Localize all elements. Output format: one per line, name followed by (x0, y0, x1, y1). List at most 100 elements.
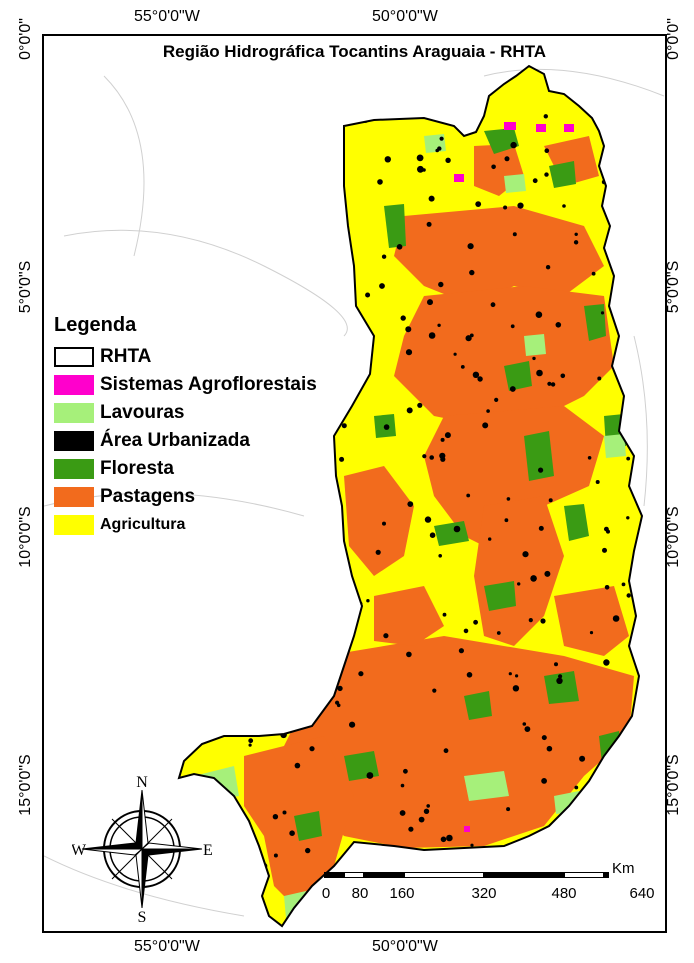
urban-point (245, 713, 250, 719)
urban-point (252, 268, 257, 273)
urban-point (355, 93, 360, 99)
urban-point (440, 456, 446, 462)
urban-point (382, 521, 386, 526)
urban-point (466, 672, 473, 678)
urban-point (506, 497, 511, 501)
pastagens-patches (244, 136, 634, 906)
urban-point (612, 615, 620, 622)
urban-point (546, 745, 553, 752)
urban-point (396, 244, 403, 250)
urban-point (341, 215, 347, 221)
urban-point (557, 907, 561, 911)
legend-swatch-rhta (54, 347, 94, 367)
urban-point (275, 150, 280, 154)
urban-point (600, 311, 605, 315)
urban-point (427, 299, 433, 306)
urban-point (627, 747, 634, 755)
urban-point (429, 455, 435, 460)
urban-point (508, 672, 512, 676)
urban-point (488, 537, 492, 541)
urban-point (291, 690, 298, 697)
urban-point (275, 227, 281, 233)
urban-point (579, 755, 586, 762)
urban-point (331, 414, 335, 418)
urban-point (327, 415, 333, 422)
urban-point (344, 602, 349, 606)
urban-point (340, 348, 348, 355)
urban-point (477, 376, 483, 382)
scale-tick-160: 160 (389, 885, 415, 902)
urban-point (515, 674, 519, 678)
urban-point (532, 178, 538, 184)
legend-label-area-urbanizada: Área Urbanizada (100, 430, 250, 451)
urban-point (486, 409, 490, 413)
urban-point (482, 422, 489, 429)
urban-point (535, 311, 543, 319)
urban-point (282, 810, 287, 815)
legend-item-area-urbanizada: Área Urbanizada (54, 427, 317, 455)
urban-point (294, 103, 301, 110)
urban-point (473, 619, 478, 625)
urban-point (510, 324, 515, 329)
map-canvas (44, 65, 665, 927)
urban-point (339, 456, 345, 462)
urban-point (307, 95, 314, 102)
urban-point (603, 659, 610, 666)
top-coord-50w: 50°0'0"W (372, 8, 438, 25)
urban-point (384, 156, 391, 163)
urban-point (522, 722, 527, 726)
urban-point (339, 289, 347, 297)
map-title: Região Hidrográfica Tocantins Araguaia -… (162, 42, 547, 61)
urban-point (405, 326, 412, 333)
urban-point (626, 456, 631, 461)
urban-point (638, 788, 642, 795)
urban-point (291, 190, 296, 195)
compass-n: N (136, 774, 148, 791)
left-coord-10s: 10°0'0"S (17, 506, 34, 568)
urban-point (547, 381, 552, 386)
urban-point (626, 593, 631, 598)
legend-item-pastagens: Pastagens (54, 483, 317, 511)
urban-point (465, 335, 472, 342)
urban-point (491, 164, 496, 170)
urban-point (273, 853, 278, 858)
urban-point (587, 456, 592, 460)
urban-point (589, 631, 594, 635)
urban-point (428, 332, 436, 339)
urban-point (597, 376, 602, 381)
urban-point (517, 202, 524, 209)
urban-point (276, 266, 281, 271)
right-coord-15s: 15°0'0"S (665, 754, 682, 816)
urban-point (438, 554, 443, 558)
urban-point (620, 751, 625, 757)
urban-point (242, 895, 249, 901)
urban-point (339, 230, 343, 235)
urban-point (632, 239, 636, 244)
left-coord-5s: 5°0'0"S (17, 260, 34, 314)
compass-w: W (72, 842, 87, 859)
urban-point (636, 484, 642, 492)
legend-title: Legenda (54, 314, 137, 336)
bottom-coord-55w: 55°0'0"W (134, 938, 200, 955)
urban-point (289, 830, 295, 836)
urban-point (337, 685, 343, 692)
urban-point (460, 365, 465, 369)
urban-point (422, 454, 427, 459)
urban-point (249, 243, 254, 248)
urban-point (555, 322, 562, 328)
urban-point (604, 585, 610, 590)
urban-point (629, 826, 634, 831)
urban-point (556, 677, 563, 684)
legend-swatch-lavouras (54, 403, 94, 423)
urban-point (352, 383, 357, 388)
urban-point (383, 424, 390, 430)
urban-point (242, 260, 248, 266)
urban-point (358, 671, 364, 677)
urban-point (528, 618, 533, 623)
scale-tick-320: 320 (471, 885, 497, 902)
urban-point (426, 221, 432, 227)
urban-point (333, 335, 340, 342)
right-coord-10s: 10°0'0"S (665, 506, 682, 568)
urban-point (281, 693, 286, 699)
urban-point (573, 240, 579, 245)
